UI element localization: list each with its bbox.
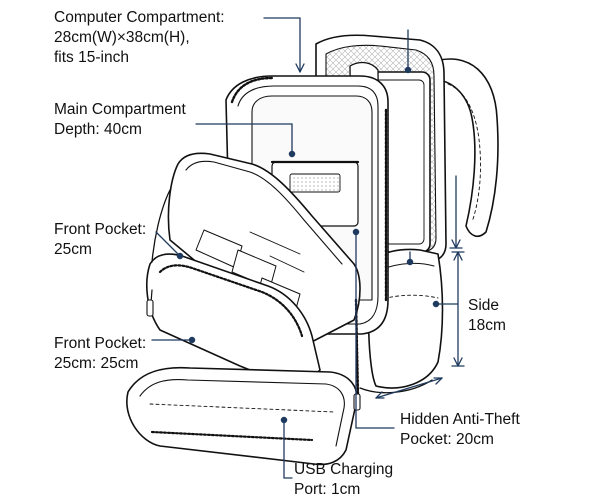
- callout-front2-line2: 25cm: 25cm: [54, 355, 139, 372]
- callout-computer-compartment: Computer Compartment: 28cm(W)×38cm(H), f…: [54, 8, 225, 68]
- front-pocket-upper: [167, 152, 361, 349]
- callout-main-compartment: Main Compartment Depth: 40cm: [54, 100, 186, 140]
- shoulder-strap: [431, 58, 499, 238]
- callout-front-pocket-2: Front Pocket: 25cm: 25cm: [54, 334, 146, 374]
- leader-front-pocket-1: [155, 231, 181, 257]
- leader-computer: [263, 17, 301, 73]
- callout-front2-line1: Front Pocket:: [54, 335, 147, 352]
- callout-usb-line1: USB Charging: [294, 461, 394, 478]
- callout-front1-line2: 25cm: [54, 241, 92, 258]
- callout-anti-theft-line1: Hidden Anti-Theft: [400, 411, 520, 428]
- callout-main-line1: Main Compartment: [54, 101, 186, 118]
- callout-side: Side 18cm: [468, 296, 506, 336]
- callout-computer-line2: 28cm(W)×38cm(H),: [54, 29, 190, 46]
- callout-main-line2: Depth: 40cm: [54, 121, 142, 138]
- leader-anti-theft-arrow: [375, 377, 443, 399]
- leader-usb: [283, 419, 293, 479]
- callout-usb-line2: Port: 1cm: [294, 481, 361, 498]
- leader-anti-theft: [355, 231, 395, 429]
- callout-front-pocket-1: Front Pocket: 25cm: [54, 220, 146, 260]
- callout-computer-line3: fits 15-inch: [54, 49, 129, 66]
- callout-computer-line1: Computer Compartment:: [54, 9, 225, 26]
- callout-anti-theft-line2: Pocket: 20cm: [400, 431, 494, 448]
- leader-main: [195, 123, 293, 155]
- callout-anti-theft: Hidden Anti-Theft Pocket: 20cm: [400, 410, 520, 450]
- callout-side-line1: Side: [468, 297, 500, 314]
- callout-side-line2: 18cm: [468, 317, 506, 334]
- callout-usb-port: USB Charging Port: 1cm: [294, 460, 393, 500]
- callout-front1-line1: Front Pocket:: [54, 221, 147, 238]
